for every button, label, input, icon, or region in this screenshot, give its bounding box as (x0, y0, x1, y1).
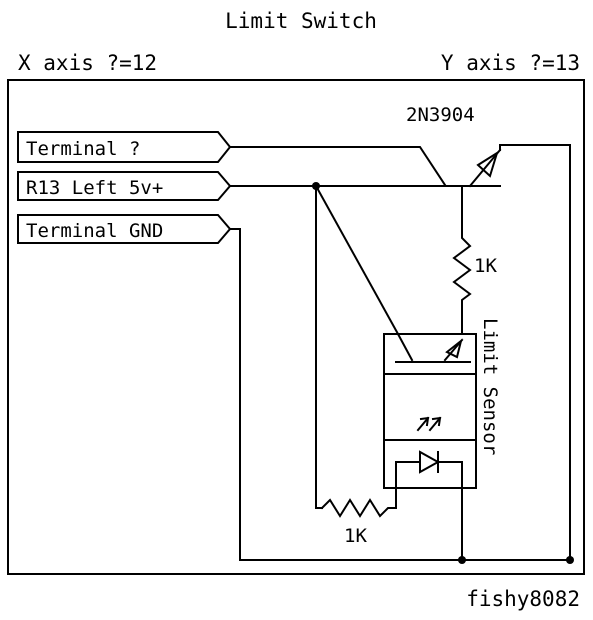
transistor-emitter-line (468, 148, 502, 188)
led-triangle (419, 450, 441, 474)
terminal-signal-box (17, 131, 232, 163)
ground-junction-sensor (458, 556, 466, 564)
led-cathode-wire (437, 461, 463, 489)
ground-junction-output (566, 556, 574, 564)
light-arrow-2-head (431, 416, 442, 427)
diagram-frame (7, 79, 585, 575)
sensor-package (383, 333, 477, 489)
terminal-5v-box (17, 171, 232, 201)
light-arrow-2 (428, 416, 442, 432)
terminal-signal-label: Terminal ? (26, 138, 140, 160)
collector-resistor-label: 1K (474, 255, 497, 277)
phototransistor-arrow (445, 338, 463, 359)
terminal-gnd-label: Terminal GND (26, 220, 163, 242)
transistor-label: 2N3904 (406, 104, 475, 126)
terminal-5v-label: R13 Left 5v+ (26, 177, 163, 199)
y-axis-output-wire (499, 144, 571, 561)
y-axis-label: Y axis ?=13 (441, 51, 580, 75)
author-label: fishy8082 (466, 587, 580, 611)
supply-down-wire (315, 185, 323, 509)
x-axis-label: X axis ?=12 (18, 51, 157, 75)
collector-resistor (452, 185, 472, 335)
led-resistor (320, 487, 397, 518)
signal-wire (229, 146, 447, 187)
light-arrow-1 (416, 416, 430, 432)
phototransistor-collector-wire (314, 184, 400, 336)
diagram-title: Limit Switch (225, 9, 377, 33)
led-resistor-label: 1K (344, 525, 367, 547)
sensor-label: Limit Sensor (479, 318, 501, 455)
ground-wire (229, 228, 571, 561)
phototransistor-collector (396, 332, 414, 362)
terminal-gnd-box (17, 214, 232, 244)
led-anode-wire (395, 461, 421, 489)
transistor-emitter-arrow (476, 150, 499, 178)
light-arrow-1-head (419, 416, 430, 427)
